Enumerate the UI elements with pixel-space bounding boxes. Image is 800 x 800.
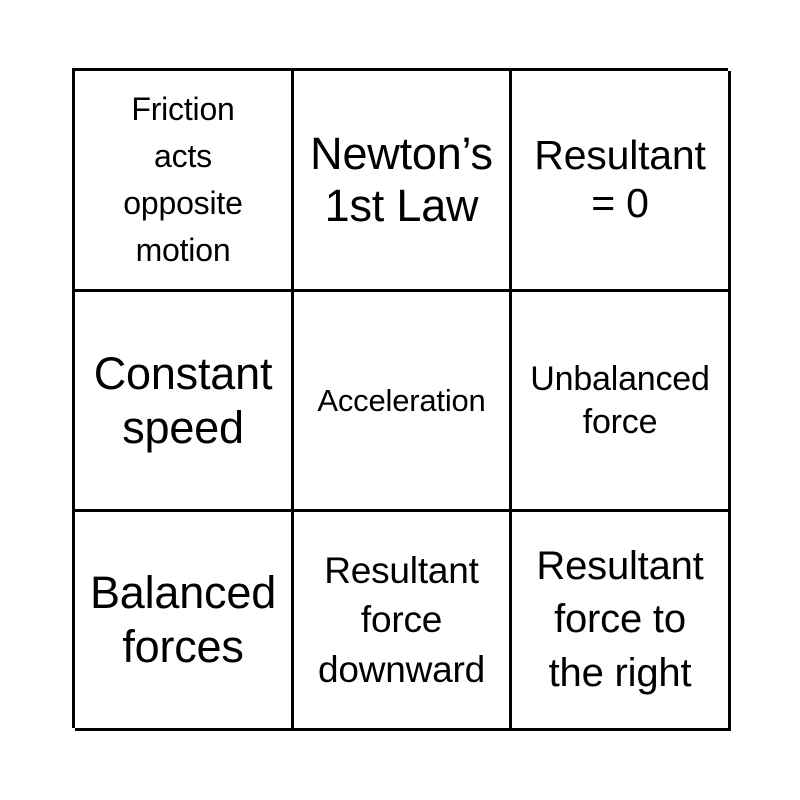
bingo-cell-text: Balanced forces: [89, 567, 277, 672]
bingo-cell-text: Unbalanced force: [530, 360, 710, 441]
bingo-cell-r1c2[interactable]: Newton’s 1st Law: [294, 71, 512, 292]
bingo-cell-r3c2[interactable]: Resultant force downward: [294, 512, 512, 731]
bingo-cell-r3c1[interactable]: Balanced forces: [75, 512, 294, 731]
bingo-cell-r2c1[interactable]: Constant speed: [75, 292, 294, 512]
bingo-cell-text: Constant speed: [93, 347, 273, 453]
bingo-card-grid: Friction acts opposite motion Newton’s 1…: [72, 68, 731, 731]
bingo-cell-text: Acceleration: [317, 382, 486, 418]
bingo-cell-text: Resultant force to the right: [536, 544, 704, 695]
bingo-cell-r1c3[interactable]: Resultant = 0: [512, 71, 731, 292]
bingo-cell-text: Resultant = 0: [534, 132, 706, 226]
bingo-cell-r2c3[interactable]: Unbalanced force: [512, 292, 731, 512]
bingo-cell-r1c1[interactable]: Friction acts opposite motion: [75, 71, 294, 292]
bingo-cell-text: Resultant force downward: [317, 550, 486, 690]
bingo-cell-r3c3[interactable]: Resultant force to the right: [512, 512, 731, 731]
bingo-cell-text: Friction acts opposite motion: [123, 90, 243, 269]
bingo-cell-r2c2[interactable]: Acceleration: [294, 292, 512, 512]
bingo-cell-text: Newton’s 1st Law: [310, 127, 493, 231]
